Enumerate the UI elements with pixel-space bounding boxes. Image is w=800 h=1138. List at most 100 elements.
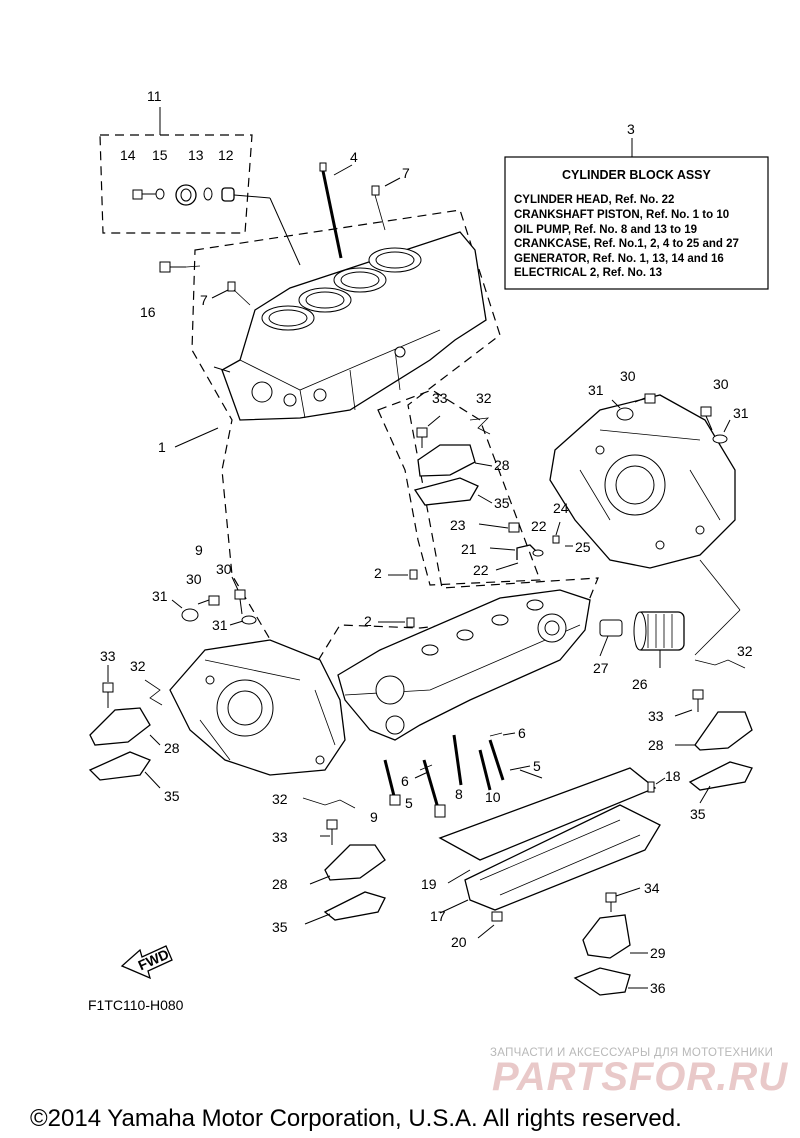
callout-number: 28 [272, 876, 288, 892]
callout-number: 26 [632, 676, 648, 692]
figure-code: F1TC110-H080 [88, 997, 184, 1013]
stud-bolt-4 [319, 162, 353, 259]
engine-mount-upper [413, 415, 493, 506]
callout-number: 19 [421, 876, 437, 892]
callout-number: 22 [531, 518, 547, 534]
callout-number: 11 [147, 88, 162, 104]
callout-number: 4 [350, 149, 358, 165]
callout-number: 30 [216, 561, 232, 577]
callout-number: 5 [405, 795, 413, 811]
callout-number: 32 [272, 791, 288, 807]
assy-11-dashed-box [99, 134, 253, 234]
leader-1 [174, 427, 219, 448]
callout-number: 1 [158, 439, 166, 455]
callout-number: 32 [476, 390, 492, 406]
callout-number: 35 [272, 919, 288, 935]
callout-number: 10 [485, 789, 501, 805]
fwd-arrow-icon: FWD [120, 945, 173, 980]
callout-number: 28 [648, 737, 664, 753]
callout-number: 30 [713, 376, 729, 392]
callout-number: 9 [195, 542, 203, 558]
callout-number: 6 [518, 725, 526, 741]
dowel-pins-2 [378, 569, 418, 628]
callout-number: 25 [575, 539, 591, 555]
engine-mount-right [674, 559, 753, 804]
watermark-logo: PARTSFOR.RU [492, 1055, 788, 1099]
oil-filter [599, 611, 685, 668]
fasteners-left [171, 576, 257, 626]
callout-number: 35 [690, 806, 706, 822]
watermark: ЗАПЧАСТИ И АКСЕССУАРЫ ДЛЯ МОТОТЕХНИКИ PA… [490, 1047, 788, 1099]
callout-number: 5 [533, 758, 541, 774]
fasteners-upper-right [611, 393, 731, 444]
generator-cover-left [169, 639, 346, 776]
cylinder-block [213, 231, 487, 421]
legend-line: CYLINDER HEAD, Ref. No. 22 [514, 194, 674, 206]
callout-number: 2 [364, 613, 372, 629]
callout-number: 32 [130, 658, 146, 674]
callout-number: 20 [451, 934, 467, 950]
callout-number: 36 [650, 980, 666, 996]
legend-line: OIL PUMP, Ref. No. 8 and 13 to 19 [514, 224, 697, 236]
callout-number: 28 [164, 740, 180, 756]
callout-number: 7 [402, 165, 410, 181]
legend-line: CRANKSHAFT PISTON, Ref. No. 1 to 10 [514, 209, 729, 221]
callout-number: 14 [120, 147, 136, 163]
engine-mount-lower [573, 887, 648, 996]
callout-number: 34 [644, 880, 660, 896]
copyright-notice: ©2014 Yamaha Motor Corporation, U.S.A. A… [30, 1105, 682, 1132]
cylinder-block-dashed-outline [191, 209, 599, 692]
callout-number: 17 [430, 908, 446, 924]
callout-number: 28 [494, 457, 510, 473]
callout-labels: 11 14 15 13 12 16 4 7 7 1 33 32 28 35 31… [100, 88, 753, 996]
callout-number: 16 [140, 304, 156, 320]
callout-number: 31 [733, 405, 749, 421]
part-group-11 [132, 107, 301, 273]
callout-number: 31 [212, 617, 228, 633]
legend-line: GENERATOR, Ref. No. 1, 13, 14 and 16 [514, 253, 724, 265]
callout-number: 31 [152, 588, 168, 604]
fwd-label: FWD [136, 946, 172, 974]
callout-number: 29 [650, 945, 666, 961]
callout-number: 24 [553, 500, 569, 516]
callout-number: 33 [272, 829, 288, 845]
dowel-pin-7-left [211, 281, 251, 306]
generator-cover-right [549, 394, 736, 569]
legend-box: 3 CYLINDER BLOCK ASSY CYLINDER HEAD, Ref… [504, 121, 769, 290]
crankcase-dashed-outline [377, 389, 541, 586]
callout-number: 8 [455, 786, 463, 802]
engine-mount-left [88, 665, 163, 789]
callout-number: 35 [164, 788, 180, 804]
callout-number: 27 [593, 660, 609, 676]
crankcase-bolts [383, 732, 543, 818]
callout-number: 35 [494, 495, 510, 511]
callout-number: 32 [737, 643, 753, 659]
oil-pan [438, 767, 666, 939]
legend-line: ELECTRICAL 2, Ref. No. 13 [514, 267, 662, 279]
legend-ref-number: 3 [627, 121, 635, 137]
callout-number: 33 [432, 390, 448, 406]
callout-number: 33 [648, 708, 664, 724]
callout-number: 15 [152, 147, 168, 163]
legend-title: CYLINDER BLOCK ASSY [562, 168, 712, 182]
callout-number: 6 [401, 773, 409, 789]
callout-number: 12 [218, 147, 234, 163]
callout-number: 18 [665, 768, 681, 784]
dowel-pin-7-top [371, 177, 401, 231]
callout-number: 9 [370, 809, 378, 825]
callout-number: 13 [188, 147, 204, 163]
callout-number: 31 [588, 382, 604, 398]
callout-number: 23 [450, 517, 466, 533]
callout-number: 30 [620, 368, 636, 384]
callout-number: 30 [186, 571, 202, 587]
callout-number: 22 [473, 562, 489, 578]
engine-mount-center [302, 797, 386, 925]
legend-line: CRANKCASE, Ref. No.1, 2, 4 to 25 and 27 [514, 238, 739, 250]
crankcase [337, 589, 591, 741]
callout-number: 2 [374, 565, 382, 581]
callout-number: 21 [461, 541, 477, 557]
watermark-tagline: ЗАПЧАСТИ И АКСЕССУАРЫ ДЛЯ МОТОТЕХНИКИ [490, 1047, 773, 1059]
callout-number: 33 [100, 648, 116, 664]
callout-number: 7 [200, 292, 208, 308]
